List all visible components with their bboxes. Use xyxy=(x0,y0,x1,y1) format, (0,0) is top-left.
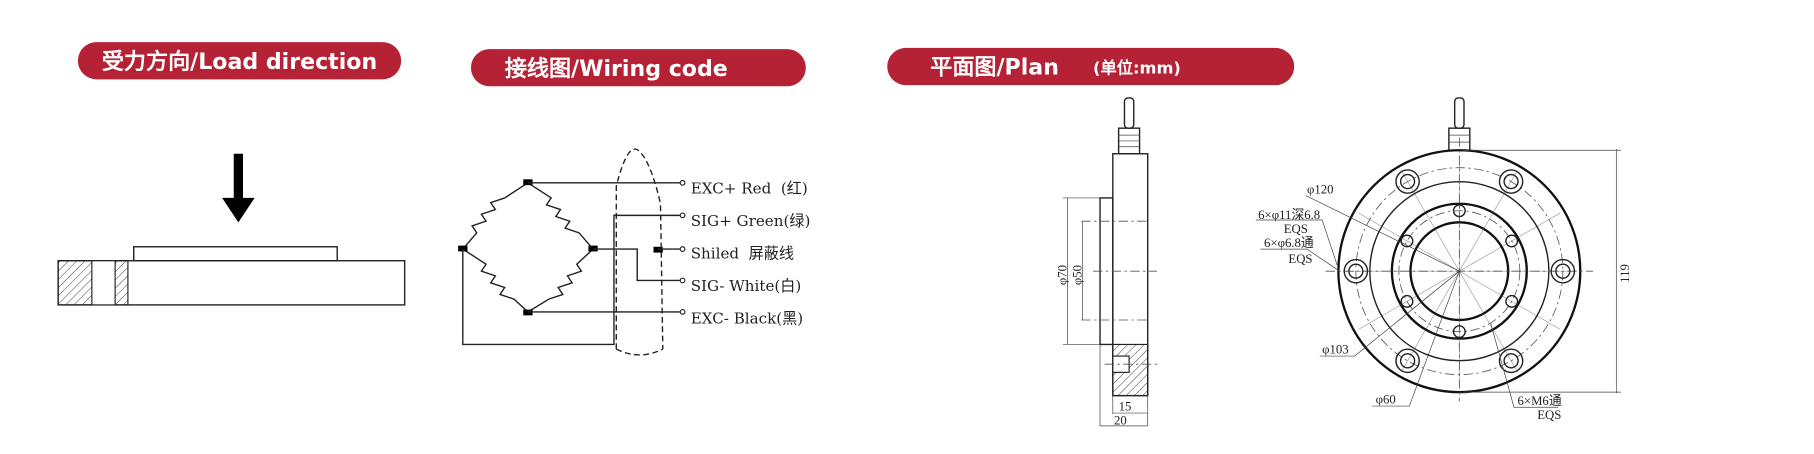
through-hole xyxy=(1503,173,1519,190)
dim-d60: φ60 xyxy=(1376,393,1396,407)
wire-shield: Shiled 屏蔽线 xyxy=(691,244,794,262)
side-view-drawing: φ70 φ50 15 20 xyxy=(1055,97,1158,428)
counterbore-hole xyxy=(1395,169,1420,194)
counterbore-hole xyxy=(1498,348,1524,374)
plan-title: 平面图/Plan xyxy=(930,55,1059,81)
dim-119: 119 xyxy=(1618,264,1632,283)
through-hole xyxy=(1399,173,1416,190)
dim-d120: φ120 xyxy=(1307,182,1334,196)
dim-thread: 6×M6通 xyxy=(1517,394,1561,408)
wire-sig-minus: SIG- White(白) xyxy=(691,277,802,295)
counterbore-hole xyxy=(1498,169,1524,194)
front-view-drawing: 119 φ120 6×φ11深6.8 EQS 6×φ6.8通 EQS φ103 … xyxy=(1255,97,1632,422)
cable-shield-outline xyxy=(615,148,664,350)
wheatstone-bridge xyxy=(458,179,663,316)
dim-thread-eqs: EQS xyxy=(1537,408,1561,422)
dim-hole-counterbore-eqs: EQS xyxy=(1284,222,1308,236)
threaded-hole xyxy=(1505,294,1519,308)
wire-exc-plus: EXC+ Red (红) xyxy=(691,179,808,197)
wiring-diagram: EXC+ Red (红) SIG+ Green(绿) Shiled 屏蔽线 SI… xyxy=(458,148,811,356)
through-hole xyxy=(1503,353,1519,369)
dim-20: 20 xyxy=(1114,414,1127,428)
threaded-hole xyxy=(1400,294,1414,308)
wiring-code-title: 接线图/Wiring code xyxy=(505,56,728,82)
dim-hole-counterbore: 6×φ11深6.8 xyxy=(1258,208,1320,222)
dim-d103: φ103 xyxy=(1322,343,1349,357)
header-plan: 平面图/Plan (单位:mm) xyxy=(887,47,1295,86)
counterbore-hole xyxy=(1395,348,1420,374)
through-hole xyxy=(1399,353,1416,369)
dim-d50: φ50 xyxy=(1070,265,1084,285)
dim-d70: φ70 xyxy=(1055,265,1069,285)
dim-hole-through-eqs: EQS xyxy=(1288,252,1312,266)
header-wiring-code: 接线图/Wiring code xyxy=(470,49,806,87)
dim-hole-through: 6×φ6.8通 xyxy=(1264,236,1314,250)
plan-unit: (单位:mm) xyxy=(1093,59,1181,78)
load-direction-drawing xyxy=(57,153,406,306)
down-arrow-icon xyxy=(222,153,255,223)
load-direction-title: 受力方向/Load direction xyxy=(102,49,377,75)
dim-15: 15 xyxy=(1119,400,1132,414)
header-load-direction: 受力方向/Load direction xyxy=(77,42,402,80)
wire-sig-plus: SIG+ Green(绿) xyxy=(691,212,811,230)
wire-exc-minus: EXC- Black(黑) xyxy=(691,310,803,328)
threaded-hole xyxy=(1505,234,1519,248)
threaded-hole xyxy=(1400,234,1414,248)
